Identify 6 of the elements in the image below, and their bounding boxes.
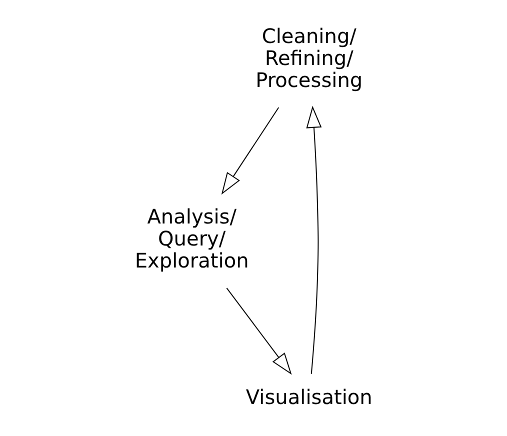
arrow: [306, 105, 322, 374]
node-text: Visualisation: [246, 384, 372, 408]
arrow: [226, 287, 292, 374]
node-text: Cleaning/ Refining/ Processing: [256, 24, 363, 92]
node-text: Analysis/ Query/ Exploration: [134, 204, 249, 272]
arrow: [221, 106, 280, 194]
